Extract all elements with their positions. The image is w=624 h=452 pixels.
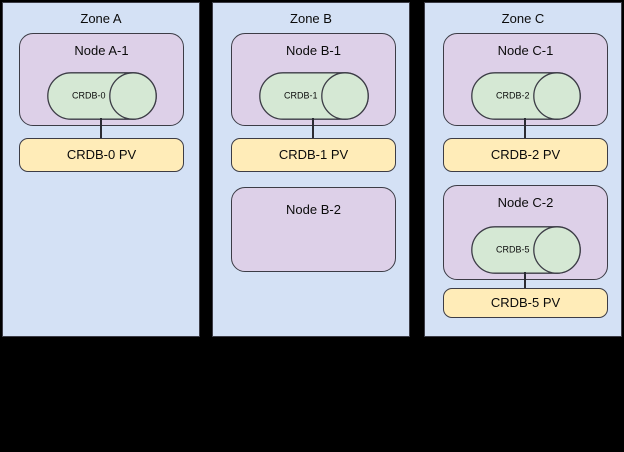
connector-crdb-2-to-pv <box>524 118 526 140</box>
zone-title-c: Zone C <box>501 11 545 26</box>
connector-crdb-5-to-pv <box>524 272 526 290</box>
pv-label-crdb-0: CRDB-0 PV <box>66 147 137 162</box>
pv-box-crdb-1[interactable]: CRDB-1 PV <box>231 138 396 172</box>
zone-title-b: Zone B <box>290 11 332 26</box>
pv-label-crdb-5: CRDB-5 PV <box>490 295 561 310</box>
pv-box-crdb-2[interactable]: CRDB-2 PV <box>443 138 608 172</box>
node-title-b-1: Node B-1 <box>286 43 341 58</box>
node-title-c-2: Node C-2 <box>497 195 554 210</box>
connector-crdb-1-to-pv <box>312 118 314 140</box>
node-title-a-1: Node A-1 <box>74 43 129 58</box>
database-cylinder-crdb-0[interactable]: CRDB-0 <box>47 72 157 120</box>
node-title-b-2: Node B-2 <box>286 202 341 217</box>
node-title-c-1: Node C-1 <box>497 43 554 58</box>
database-cylinder-crdb-5[interactable]: CRDB-5 <box>471 226 581 274</box>
pv-box-crdb-0[interactable]: CRDB-0 PV <box>19 138 184 172</box>
database-icon <box>471 72 581 120</box>
database-icon <box>47 72 157 120</box>
connector-crdb-0-to-pv <box>100 118 102 140</box>
database-cylinder-crdb-1[interactable]: CRDB-1 <box>259 72 369 120</box>
pv-box-crdb-5[interactable]: CRDB-5 PV <box>443 288 608 318</box>
pv-label-crdb-2: CRDB-2 PV <box>490 147 561 162</box>
database-cylinder-crdb-2[interactable]: CRDB-2 <box>471 72 581 120</box>
zone-title-a: Zone A <box>80 11 122 26</box>
database-icon <box>471 226 581 274</box>
database-icon <box>259 72 369 120</box>
node-box-b-2[interactable]: Node B-2 <box>231 187 396 272</box>
pv-label-crdb-1: CRDB-1 PV <box>278 147 349 162</box>
